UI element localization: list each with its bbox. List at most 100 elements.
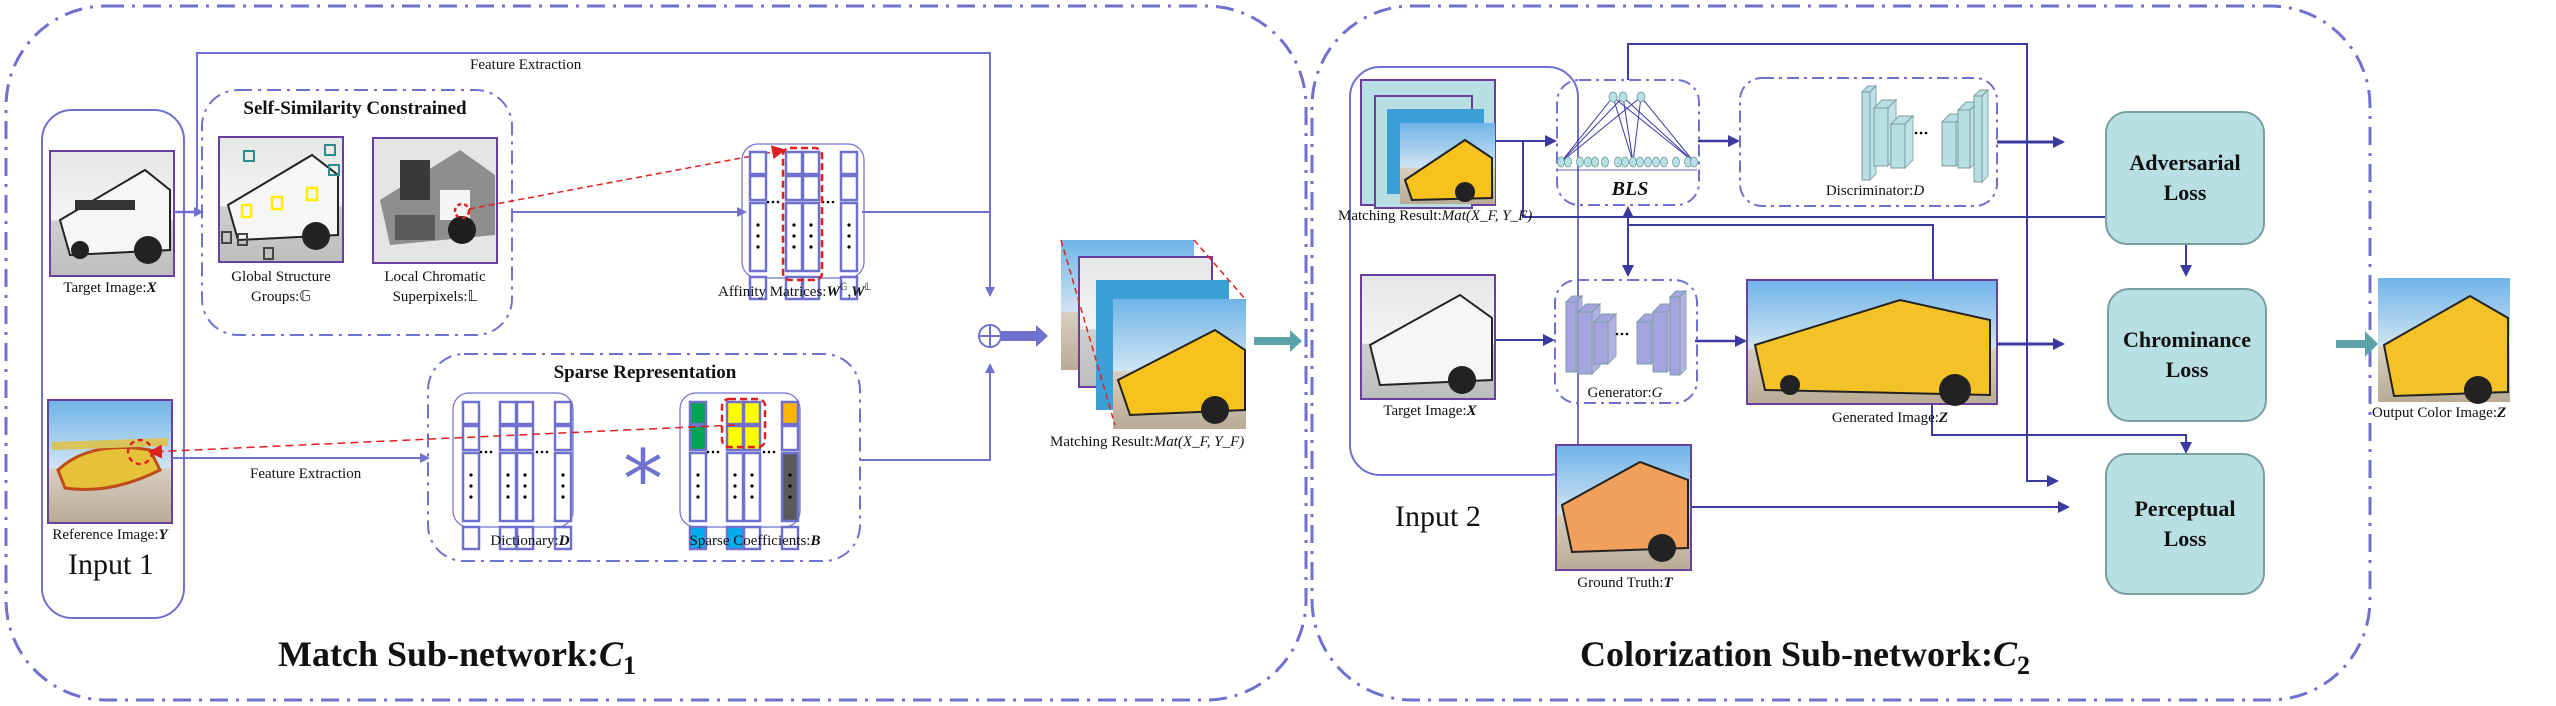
reference-to-coefficient-highlight — [148, 424, 736, 459]
input2-matching-formula: Mat(X_F, Y_F) — [1441, 208, 1533, 224]
coefficient-hdots — [706, 450, 710, 454]
discriminator-cnn-icon — [1860, 84, 1990, 184]
bls-feature-node — [1629, 156, 1637, 168]
bls-feature-node — [1584, 156, 1592, 168]
disc-layer-front — [1890, 123, 1906, 169]
dictionary-column-ellipsis-dot — [506, 473, 510, 477]
bls-output-node — [1618, 91, 1628, 103]
dictionary-symbol: D — [558, 533, 570, 549]
colorization-subnetwork-title: Colorization Sub-network:C2 — [1580, 633, 2030, 681]
dictionary-column-ellipsis-dot — [469, 473, 473, 477]
coefficient-column-cell — [780, 525, 800, 551]
gen-layer-front — [1577, 311, 1593, 375]
affinity-column-cell — [748, 275, 768, 301]
coefficient-column-ellipsis-dot — [733, 495, 737, 499]
reference-image-symbol: Y — [158, 527, 168, 543]
dictionary-column-ellipsis-dot — [506, 495, 510, 499]
dictionary-label: Dictionary:D — [460, 533, 600, 550]
bls-edge — [1612, 96, 1634, 163]
affinity-hdots — [826, 200, 830, 204]
bls-to-perceptual-connector — [1627, 43, 2059, 487]
affinity-column-cell — [839, 275, 859, 301]
bls-feature-node — [1621, 156, 1629, 168]
feature-extraction-bottom-label: Feature Extraction — [250, 466, 362, 482]
coefficient-column-cell — [688, 525, 708, 551]
disc-layer-front — [1873, 107, 1889, 167]
affinity-column-ellipsis-dot — [809, 245, 813, 249]
generator-cnn-icon — [1564, 289, 1688, 377]
coefficient-hdots — [711, 450, 715, 454]
coefficient-hdots — [762, 450, 766, 454]
disc-layer-front — [1957, 109, 1971, 169]
global-structure-line2: Groups:𝔾 — [251, 289, 311, 306]
feature-extraction-top-label: Feature Extraction — [470, 57, 582, 73]
generated-symbol: Z — [1938, 410, 1949, 426]
coefficient-column-ellipsis-dot — [788, 495, 792, 499]
colorization-title-subscript: 2 — [2017, 651, 2031, 681]
coefficient-column-ellipsis-dot — [696, 473, 700, 477]
reference-image-label-text: Reference Image: — [52, 527, 159, 543]
generator-symbol: G — [1651, 385, 1663, 401]
dictionary-column-ellipsis-dot — [523, 484, 527, 488]
matching-result-middle-label: Matching Result:Mat(X_F, Y_F) — [1050, 434, 1244, 451]
match-subnetwork-title: Match Sub-network:C1 — [278, 633, 636, 681]
coefficients-label-text: Sparse Coefficients: — [689, 533, 811, 549]
input2-matching-label-text: Matching Result: — [1338, 208, 1442, 224]
affinity-matrices-label: Affinity Matrices:W𝔾,W𝕃 — [718, 282, 872, 300]
dictionary-column-ellipsis-dot — [561, 473, 565, 477]
coefficient-hdots — [772, 450, 776, 454]
target-image-x-input1 — [49, 150, 175, 277]
bls-feature-node — [1557, 156, 1565, 168]
affinity-symbol-g: W — [826, 284, 840, 300]
dictionary-column-ellipsis-dot — [469, 495, 473, 499]
gen-layer-front — [1565, 301, 1577, 373]
bls-feature-node — [1660, 156, 1668, 168]
disc-hdots — [1924, 131, 1928, 135]
affinity-column-ellipsis-dot — [809, 234, 813, 238]
output-color-image-z — [2378, 278, 2510, 404]
input1-label: Input 1 — [68, 548, 154, 581]
sparse-representation-title: Sparse Representation — [553, 362, 737, 383]
affinity-matrices — [741, 143, 865, 301]
bls-edge — [1622, 96, 1695, 163]
bls-edge — [1640, 96, 1695, 163]
matching-result-formula: Mat(X_F, Y_F) — [1153, 434, 1245, 450]
dictionary-hdots — [479, 450, 483, 454]
superpixel-to-affinity-highlight — [468, 145, 786, 210]
coefficient-highlight-box — [720, 397, 767, 449]
generated-to-perceptual-connector — [1931, 404, 2192, 454]
discriminator-symbol: D — [1913, 183, 1925, 199]
dictionary-column-cell — [515, 525, 535, 551]
affinity-column-ellipsis-dot — [809, 223, 813, 227]
generator-label: Generator:G — [1560, 385, 1690, 402]
matching-to-generator-connector — [1522, 141, 1634, 277]
coefficients-symbol: B — [810, 533, 821, 549]
discriminator-box — [1739, 77, 1998, 207]
adversarial-loss-line2: Loss — [2163, 180, 2207, 205]
dictionary-column-cell — [515, 424, 535, 452]
ground-truth-t-label: Ground Truth:T — [1555, 575, 1695, 592]
reference-image-y — [47, 399, 173, 524]
colorization-subnetwork-frame — [1310, 4, 2372, 702]
affinity-column-ellipsis-dot — [847, 234, 851, 238]
dictionary-column-cell — [461, 525, 481, 551]
affinity-column-ellipsis-dot — [792, 234, 796, 238]
dictionary-column-cell — [553, 400, 573, 426]
dictionary-column-cell — [498, 424, 518, 452]
disc-layer-front — [1941, 121, 1957, 167]
bls-edge — [1632, 96, 1642, 163]
input2-target-symbol: X — [1466, 403, 1477, 419]
affinity-sup-l: 𝕃 — [864, 282, 872, 293]
sum-operator-icon — [978, 324, 1002, 348]
output-label-text: Output Color Image: — [2372, 405, 2497, 421]
affinity-column-cell — [839, 150, 859, 176]
bls-edge — [1560, 96, 1642, 163]
coefficient-column-ellipsis-dot — [733, 484, 737, 488]
dictionary-hdots — [484, 450, 488, 454]
gen-layer-front — [1593, 321, 1609, 365]
affinity-column-cell — [801, 275, 821, 301]
generated-to-bls-connector — [1622, 206, 1934, 280]
